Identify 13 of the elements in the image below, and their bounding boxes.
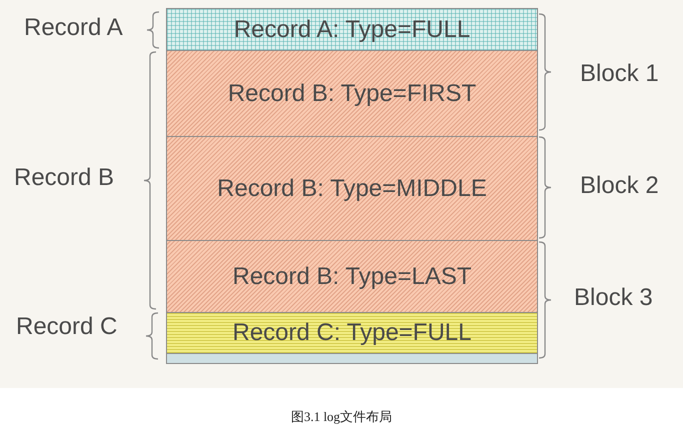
caption: 图3.1 log文件布局 bbox=[290, 409, 392, 424]
bracket-label: Record C bbox=[16, 313, 118, 341]
trailer-block bbox=[166, 353, 538, 364]
record-block: Record B: Type=MIDDLE bbox=[166, 136, 538, 241]
bracket-label: Record B bbox=[14, 164, 114, 192]
record-block: Record B: Type=LAST bbox=[166, 240, 538, 313]
record-block: Record B: Type=FIRST bbox=[166, 50, 538, 137]
record-block: Record A: Type=FULL bbox=[166, 8, 538, 51]
bracket-label: Block 3 bbox=[574, 284, 653, 312]
record-block: Record C: Type=FULL bbox=[166, 312, 538, 354]
bracket-label: Record A bbox=[24, 14, 123, 42]
bracket-label: Block 2 bbox=[580, 172, 659, 200]
bracket-label: Block 1 bbox=[580, 60, 659, 88]
